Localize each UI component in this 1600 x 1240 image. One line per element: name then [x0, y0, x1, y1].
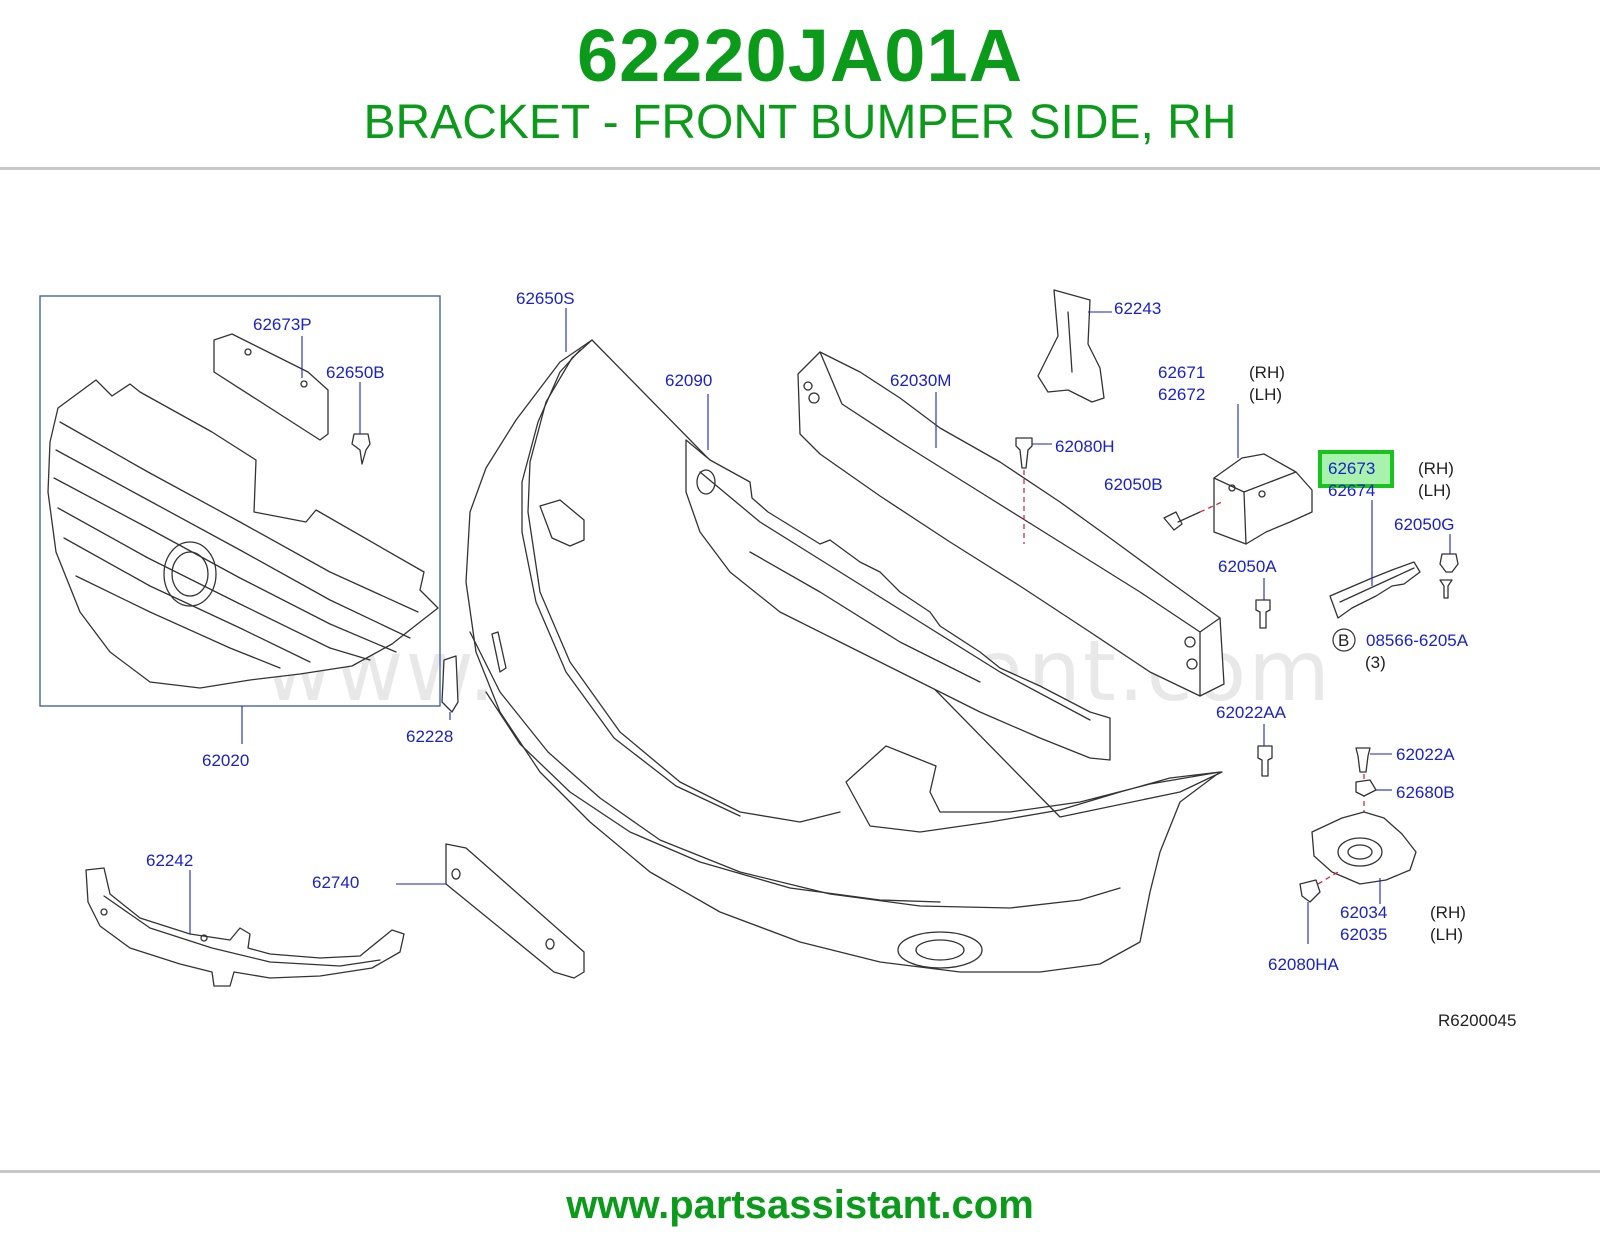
label-62022a[interactable]: 62022A: [1396, 745, 1455, 764]
label-62022aa[interactable]: 62022AA: [1216, 703, 1287, 722]
label-62050g[interactable]: 62050G: [1394, 515, 1455, 534]
label-62020[interactable]: 62020: [202, 751, 249, 770]
label-62243[interactable]: 62243: [1114, 299, 1161, 318]
label-62673-side-rh: (RH): [1418, 459, 1454, 478]
label-62672-side-lh: (LH): [1249, 385, 1282, 404]
label-62080h[interactable]: 62080H: [1055, 437, 1115, 456]
label-08566-6205a[interactable]: 08566-6205A: [1366, 631, 1469, 650]
clip-62080ha: [1299, 879, 1321, 903]
bumper-fascia: [465, 339, 1223, 973]
nut-62680b: [1355, 779, 1377, 797]
screw-62080h: [1015, 437, 1033, 469]
label-62035-side-lh: (LH): [1430, 925, 1463, 944]
clip-62650b: [351, 433, 371, 465]
label-62740[interactable]: 62740: [312, 873, 359, 892]
callout-b-letter: B: [1338, 631, 1349, 650]
bracket-62673: [1329, 561, 1421, 619]
label-62673p[interactable]: 62673P: [253, 315, 312, 334]
label-62050b[interactable]: 62050B: [1104, 475, 1163, 494]
grille-group-box: [39, 295, 441, 707]
part-description: BRACKET - FRONT BUMPER SIDE, RH: [363, 96, 1237, 149]
bracket-62243: [1037, 289, 1105, 403]
grille-62020: [47, 379, 439, 689]
highlight-box-62673: [1318, 450, 1394, 488]
label-62674-side-lh: (LH): [1418, 481, 1451, 500]
label-62034[interactable]: 62034: [1340, 903, 1387, 922]
footer-divider: [0, 1170, 1600, 1173]
label-62050a[interactable]: 62050A: [1218, 557, 1277, 576]
retainer-62650s: [521, 339, 841, 823]
label-62242[interactable]: 62242: [146, 851, 193, 870]
parts-diagram: www.partsassistant.com: [39, 289, 1516, 1030]
bolt-62050a: [1255, 599, 1271, 629]
label-62650b[interactable]: 62650B: [326, 363, 385, 382]
label-62671-side-rh: (RH): [1249, 363, 1285, 382]
label-62080ha[interactable]: 62080HA: [1268, 955, 1340, 974]
header-divider: [0, 167, 1600, 170]
clip-62050g: [1439, 553, 1459, 573]
bolt-62022aa: [1257, 745, 1273, 777]
label-62090[interactable]: 62090: [665, 371, 712, 390]
screw-08566-6205a: [1439, 579, 1453, 599]
license-bracket-62740: [445, 843, 585, 979]
label-62030m[interactable]: 62030M: [890, 371, 951, 390]
footer-site-url[interactable]: www.partsassistant.com: [566, 1183, 1034, 1227]
energy-absorber-62090: [685, 439, 1111, 761]
label-62673[interactable]: 62673: [1328, 459, 1375, 478]
reinforcement-62242: [85, 867, 405, 987]
stay-62671: [1213, 453, 1313, 545]
page-header: 62220JA01A BRACKET - FRONT BUMPER SIDE, …: [0, 0, 1600, 172]
label-62228[interactable]: 62228: [406, 727, 453, 746]
label-62680b[interactable]: 62680B: [1396, 783, 1455, 802]
part-number-title: 62220JA01A: [576, 14, 1024, 97]
label-62672[interactable]: 62672: [1158, 385, 1205, 404]
label-62035[interactable]: 62035: [1340, 925, 1387, 944]
callout-b-circle: [1332, 628, 1356, 652]
grille-bracket-62673p: [213, 333, 329, 441]
fog-lamp-bracket-62034: [1311, 811, 1417, 885]
label-62671[interactable]: 62671: [1158, 363, 1205, 382]
reinforcement-62030m: [797, 351, 1225, 697]
install-line-62050b: [1199, 501, 1223, 513]
label-62034-side-rh: (RH): [1430, 903, 1466, 922]
label-62674[interactable]: 62674: [1328, 481, 1375, 500]
screw-62022a: [1355, 747, 1371, 773]
label-quantity-3: (3): [1365, 653, 1386, 672]
label-62650s[interactable]: 62650S: [516, 289, 575, 308]
diagram-reference-code: R6200045: [1438, 1011, 1516, 1030]
tow-hook-cover-62228: [441, 655, 459, 713]
install-line-62080ha: [1317, 871, 1339, 885]
bolt-62050b: [1163, 511, 1201, 531]
